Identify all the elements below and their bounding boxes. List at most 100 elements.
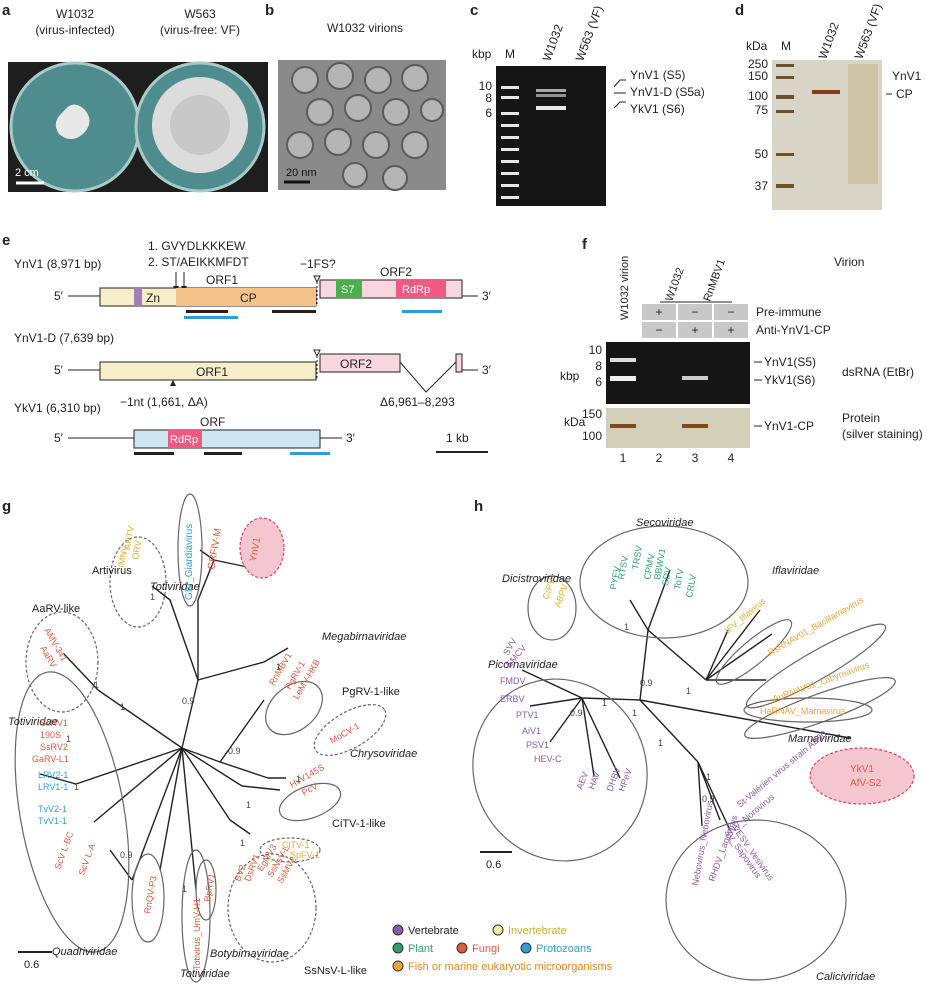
g-sup-12: 1 bbox=[120, 702, 125, 712]
g-family-toti-left: Totiviridae bbox=[8, 716, 58, 728]
g-sup-11: 1 bbox=[66, 734, 71, 744]
panel-f-label: f bbox=[582, 236, 587, 253]
pre-l2: + bbox=[655, 305, 662, 319]
g-leaf-mocv: MoCV-1 bbox=[328, 721, 361, 746]
orf-box-ykv1 bbox=[133, 429, 321, 449]
g-leaf-ynv1: YnV1 bbox=[248, 536, 263, 562]
orf1-label: ORF1 bbox=[206, 273, 238, 287]
f-unit-kda: kDa bbox=[564, 415, 586, 429]
pre-l4: − bbox=[727, 305, 734, 319]
kda-unit: kDa bbox=[746, 39, 768, 53]
h-leaf-afvs2: AfV-S2 bbox=[850, 778, 882, 789]
f-tick-100: 100 bbox=[582, 429, 602, 443]
legend-fish-icon bbox=[392, 960, 404, 972]
panel-c: kbp M W1032 W563 (VF) 10 8 6 YnV1 (S5) Y… bbox=[472, 4, 705, 206]
legend-protozoans-icon bbox=[520, 942, 532, 954]
g-group-aarv: AaRV-like bbox=[32, 603, 80, 615]
f-tick-8: 8 bbox=[595, 359, 602, 373]
cp-label: CP bbox=[240, 291, 257, 305]
panel-g-tree: Totiviridae Megabirnaviridae Chrysovirid… bbox=[8, 493, 417, 983]
orf2-box-d bbox=[319, 353, 401, 373]
h-family-marna: Marnaviridae bbox=[788, 733, 852, 745]
s7-label: S7 bbox=[341, 284, 354, 296]
h-leaf-rtsv: RTSV bbox=[616, 555, 630, 580]
tick-8: 8 bbox=[485, 91, 492, 105]
panel-d-label: d bbox=[735, 2, 745, 19]
lane-w1032-d: W1032 bbox=[816, 20, 842, 61]
legend-fungi: Fungi bbox=[472, 943, 500, 955]
g-group-pgrv: PgRV-1-like bbox=[342, 686, 400, 698]
deletion-range: Δ6,961–8,293 bbox=[380, 395, 455, 409]
h-leaf-erbv: ERBV bbox=[500, 694, 525, 704]
pre-l3: − bbox=[691, 305, 698, 319]
legend-fungi-icon bbox=[456, 942, 468, 954]
silver-label: (silver staining) bbox=[842, 427, 923, 441]
genome-ynv1: YnV1 (8,971 bp) bbox=[14, 257, 101, 271]
band-ynv1-label: YnV1 bbox=[892, 69, 922, 83]
pre-immune-label: Pre-immune bbox=[756, 305, 822, 319]
h-leaf-hevc: HEV-C bbox=[534, 754, 562, 764]
orf1-label-d: ORF1 bbox=[196, 365, 228, 379]
h-leaf-ykv1: YkV1 bbox=[850, 764, 874, 775]
h-family-picorna: Picornaviridae bbox=[488, 659, 558, 671]
h-leaf-abpv: ABPV bbox=[552, 583, 570, 609]
s7-domain bbox=[336, 280, 362, 298]
legend-invertebrate: Invertebrate bbox=[508, 925, 567, 937]
col-w1032-virion: W1032 virion bbox=[619, 256, 631, 320]
zn-domain bbox=[134, 288, 142, 306]
colony-small bbox=[55, 104, 90, 139]
h-leaf-harnav: HaRNAV_Marnavirus bbox=[760, 706, 846, 716]
genome-ynv1d: YnV1-D (7,639 bp) bbox=[14, 331, 114, 345]
panel-g-label: g bbox=[2, 498, 12, 515]
panel-a: W1032 (virus-infected) W563 (virus-free:… bbox=[8, 7, 268, 193]
h-leaf-cpmv: CPMV bbox=[642, 553, 656, 580]
legend-fish: Fish or marine eukaryotic microorganisms bbox=[408, 961, 613, 973]
f-band-ynv1: YnV1(S5) bbox=[764, 355, 816, 369]
g-group-artivirus: Artivirus bbox=[92, 565, 132, 577]
tick-250: 250 bbox=[748, 57, 768, 71]
g-leaf-tvv2: TvV2-1 bbox=[38, 804, 67, 814]
h-sup-4: 0.9 bbox=[570, 708, 583, 718]
anti-l2: − bbox=[655, 323, 662, 337]
tick-150: 150 bbox=[748, 69, 768, 83]
g-leaf-orv: ORV bbox=[130, 540, 143, 561]
h-sup-2: 1 bbox=[686, 686, 691, 696]
h-leaf-trsv: TRSV bbox=[630, 545, 644, 570]
g-leaf-ssrv1: SsRV1 bbox=[40, 718, 68, 728]
genome-ykv1: YkV1 (6,310 bp) bbox=[14, 401, 101, 415]
g-leaf-scvlbc: ScV L-BC bbox=[52, 830, 75, 871]
f-band-ykv1: YkV1(S6) bbox=[764, 373, 815, 387]
three-prime-3: 3′ bbox=[346, 431, 356, 445]
orf2-label-d: ORF2 bbox=[340, 357, 372, 371]
panel-b: W1032 virions 20 nm bbox=[278, 21, 446, 191]
h-leaf-crlv: CRLV bbox=[684, 574, 698, 599]
g-leaf-artv: ARTV bbox=[122, 525, 136, 550]
lane-w1032: W1032 bbox=[540, 22, 566, 63]
band-ynv1: YnV1 (S5) bbox=[630, 68, 685, 82]
kbp-unit: kbp bbox=[472, 47, 492, 61]
g-leaf-190s: 190S bbox=[40, 730, 61, 740]
h-sup-1: 0.9 bbox=[640, 678, 653, 688]
panel-h-label: h bbox=[474, 498, 484, 515]
scale-1kb: 1 kb bbox=[446, 431, 469, 445]
anti-label: Anti-YnV1-CP bbox=[756, 323, 831, 337]
anti-l3: + bbox=[691, 323, 698, 337]
g-leaf-grfiv: GRFIV-M bbox=[206, 528, 224, 571]
tick-37: 37 bbox=[755, 179, 769, 193]
g-leaf-tvv1: TvV1-1 bbox=[38, 816, 67, 826]
tick-50: 50 bbox=[755, 147, 769, 161]
g-leaf-garv: GaRV-L1 bbox=[32, 754, 69, 764]
strain-w1032: W1032 bbox=[56, 7, 94, 21]
g-family-botybirna: Botybirnaviridae bbox=[210, 948, 289, 960]
three-prime-2: 3′ bbox=[482, 363, 492, 377]
five-prime-2: 5′ bbox=[54, 363, 64, 377]
h-scale: 0.6 bbox=[486, 859, 501, 871]
lane-w563-d: W563 (VF) bbox=[852, 2, 885, 61]
h-sup-5: 1 bbox=[706, 772, 711, 782]
g-leaf-scvla: ScV L-A bbox=[76, 842, 97, 876]
h-family-dicistro: Dicistroviridae bbox=[502, 573, 571, 585]
h-sup-0: 1 bbox=[632, 708, 637, 718]
f-band-cp: YnV1-CP bbox=[764, 419, 814, 433]
virions-title: W1032 virions bbox=[327, 21, 403, 35]
panel-a-label: a bbox=[2, 2, 11, 19]
